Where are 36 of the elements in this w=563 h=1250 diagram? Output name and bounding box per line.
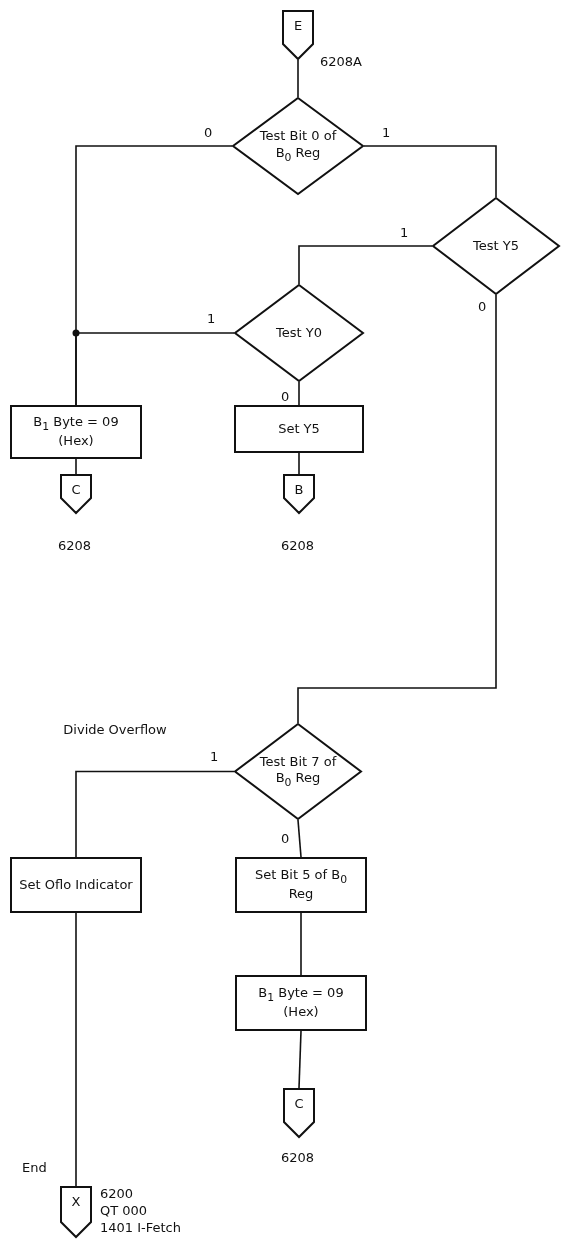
off-page-connector: C [60,474,92,514]
connector-line [300,912,302,976]
connector-line [298,452,300,475]
connector-line [297,294,497,724]
decision-diamond: Test Bit 0 of B$_{0}$ Reg [232,97,364,195]
decision-diamond: Test Bit 7 of B$_{0}$ Reg [234,723,362,820]
connector-line [298,245,433,285]
connector-line [297,819,302,858]
page-reference: 1401 I-Fetch [100,1220,181,1237]
process-box: Set Bit 5 of B$_{0}$ Reg [235,857,367,913]
page-reference: QT 000 [100,1203,148,1220]
page-reference: 6208 [281,1150,315,1167]
branch-note: Divide Overflow [62,722,168,739]
page-reference: 6208A [320,54,362,71]
process-box: B$_{1}$ Byte = 09 (Hex) [235,975,367,1031]
connector-line [363,145,497,198]
connector-line [75,912,77,1187]
page-reference: 6208 [281,538,315,555]
connector-line [75,458,77,475]
decision-diamond: Test Y0 [234,284,364,382]
off-page-connector: X [60,1186,92,1238]
page-reference: 6200 [100,1186,134,1203]
connector-line [75,770,235,858]
page-reference: End [22,1160,47,1177]
connector-line [298,1030,302,1089]
process-box: Set Oflo Indicator [10,857,142,913]
connector-line [297,59,299,98]
process-box: B$_{1}$ Byte = 09 (Hex) [10,405,142,459]
off-page-connector: E [282,10,314,60]
connector-line [75,332,235,406]
off-page-connector: B [283,474,315,514]
page-reference: 6208 [58,538,92,555]
connector-line [298,381,300,406]
decision-diamond: Test Y5 [432,197,560,295]
process-box: Set Y5 [234,405,364,453]
off-page-connector: C [283,1088,315,1138]
